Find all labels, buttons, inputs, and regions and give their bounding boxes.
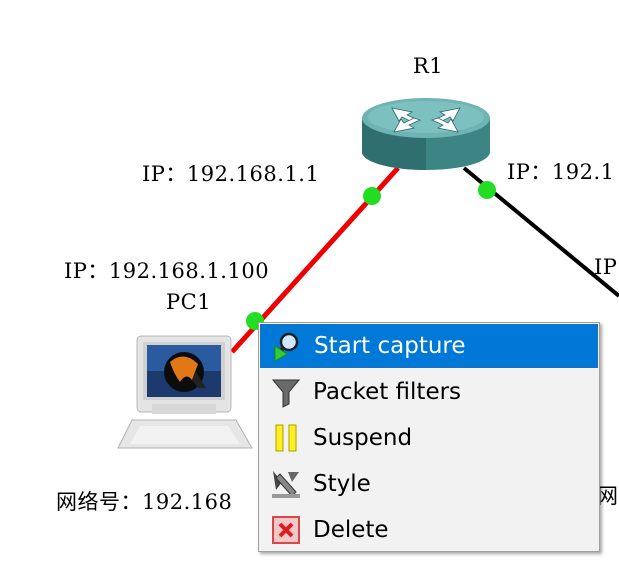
- menu-item-label: Start capture: [314, 333, 466, 359]
- menu-item-style[interactable]: Style: [260, 462, 598, 506]
- context-menu: Start capture Packet filters Suspend: [258, 322, 600, 552]
- menu-item-delete[interactable]: Delete: [260, 508, 598, 552]
- port-r1-left[interactable]: [363, 187, 381, 205]
- pc-ip-label: IP：192.168.1.100: [64, 259, 270, 283]
- far-network-label: 网: [597, 484, 619, 508]
- far-ip-label: IP: [594, 255, 618, 279]
- port-r1-right[interactable]: [478, 181, 496, 199]
- style-icon: [269, 467, 303, 501]
- start-capture-icon: [270, 329, 304, 363]
- router-left-ip-label: IP：192.168.1.1: [142, 162, 320, 186]
- router-right-ip-label: IP：192.1: [507, 160, 615, 184]
- router-icon[interactable]: [362, 98, 490, 170]
- menu-item-suspend[interactable]: Suspend: [260, 416, 598, 460]
- pc-name: PC1: [166, 290, 212, 314]
- menu-item-packet-filters[interactable]: Packet filters: [260, 370, 598, 414]
- pause-icon: [269, 421, 303, 455]
- filter-funnel-icon: [269, 375, 303, 409]
- menu-item-label: Delete: [313, 517, 389, 543]
- pc-network-label: 网络号：192.168: [56, 490, 233, 514]
- menu-item-label: Suspend: [313, 425, 413, 451]
- delete-icon: [269, 513, 303, 547]
- router-name: R1: [413, 54, 444, 78]
- menu-item-label: Packet filters: [313, 379, 462, 405]
- menu-item-start-capture[interactable]: Start capture: [260, 324, 598, 368]
- pc-icon[interactable]: [117, 335, 253, 449]
- menu-item-label: Style: [313, 471, 371, 497]
